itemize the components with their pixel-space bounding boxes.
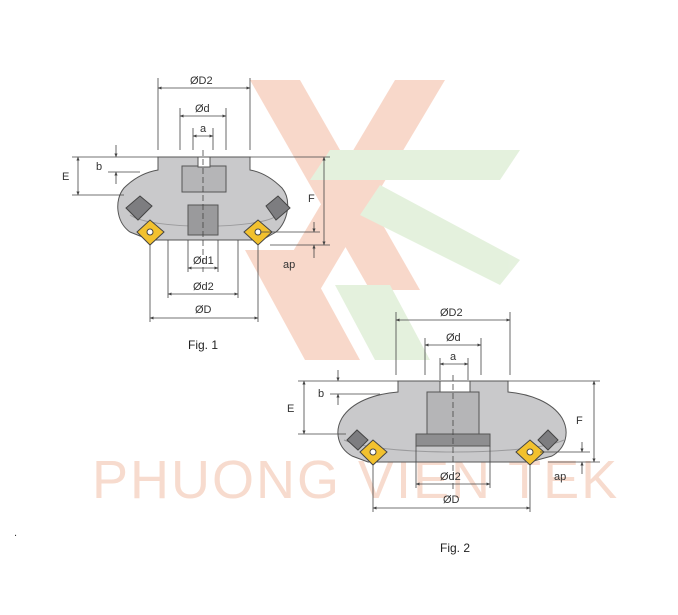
fig2-label-D: ØD (443, 494, 460, 506)
fig1-label-d1: Ød1 (193, 255, 214, 267)
fig1-label-D: ØD (195, 304, 212, 316)
fig2-drawing: ØD2 Ød a E b F ap Ød2 (287, 307, 600, 555)
watermark-logo (245, 80, 520, 360)
fig2-insert-right (515, 429, 559, 466)
fig2-label-d2: Ød2 (440, 471, 461, 483)
fig1-label-a: a (200, 123, 207, 135)
fig1-keyway (181, 165, 227, 193)
fig2-insert-left (346, 429, 388, 466)
fig1-caption: Fig. 1 (188, 338, 218, 352)
fig2-label-d: Ød (446, 332, 461, 344)
fig2-label-a: a (450, 351, 457, 363)
stray-dot: . (14, 527, 17, 539)
fig1-label-d2: Ød2 (193, 281, 214, 293)
fig1-label-F: F (308, 193, 315, 205)
fig2-label-b: b (318, 388, 324, 400)
fig2-label-ap: ap (554, 471, 566, 483)
fig1-label-D2: ØD2 (190, 75, 213, 87)
fig1-drawing: ØD2 Ød a E b F ap Ød1 (62, 75, 330, 352)
fig2-label-D2: ØD2 (440, 307, 463, 319)
fig2-label-F: F (576, 415, 583, 427)
fig1-label-b: b (96, 161, 102, 173)
fig1-insert-right (243, 195, 291, 246)
fig1-insert-left (125, 195, 165, 246)
fig2-caption: Fig. 2 (440, 541, 470, 555)
fig1-label-ap: ap (283, 259, 295, 271)
fig2-label-E: E (287, 403, 294, 415)
fig1-label-d: Ød (195, 103, 210, 115)
fig1-label-E: E (62, 171, 69, 183)
